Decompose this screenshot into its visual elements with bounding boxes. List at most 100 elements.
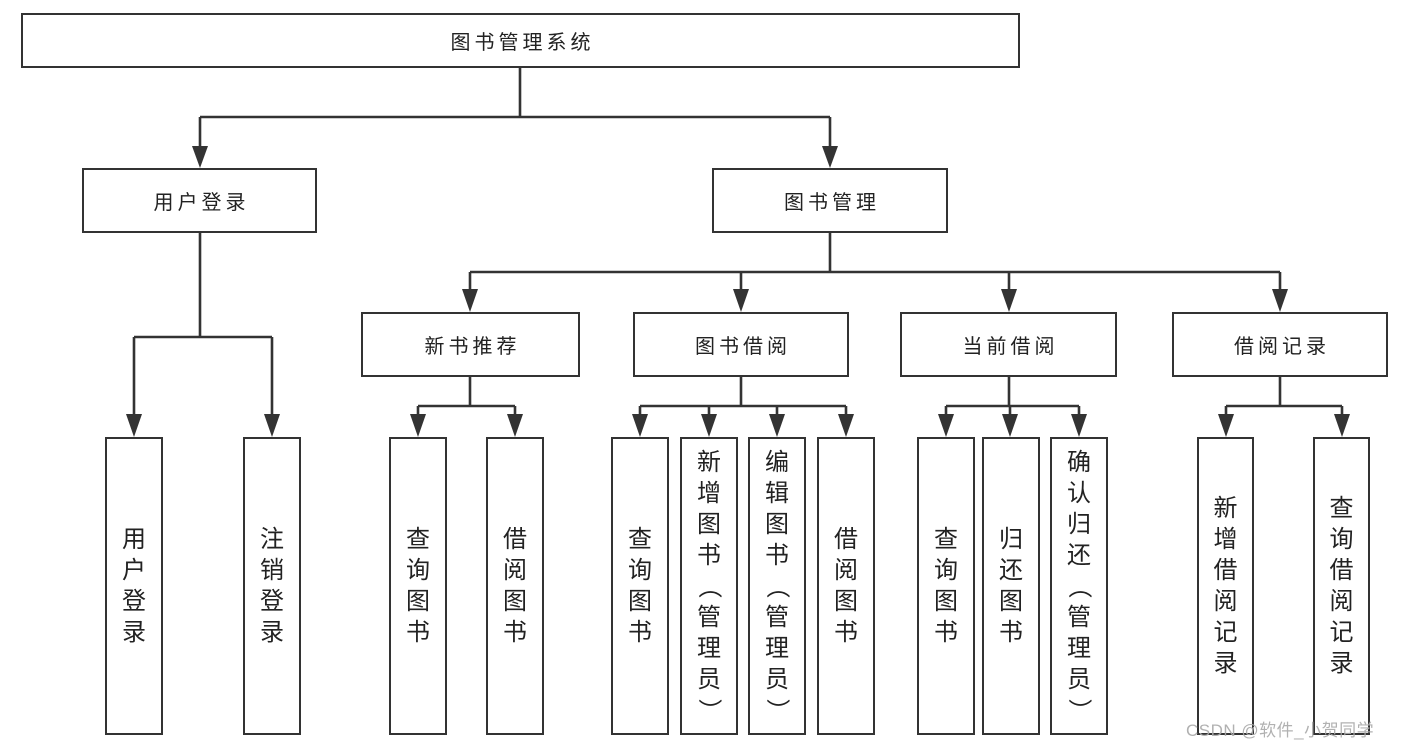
- connector-root-to-level2: [192, 68, 838, 168]
- vertical-char: 借: [1213, 557, 1238, 584]
- vertical-char: 图: [934, 588, 958, 615]
- vertical-char: 阅: [1213, 588, 1238, 615]
- arrowhead-query-books-2: [632, 414, 648, 437]
- vertical-char: 书: [999, 619, 1023, 646]
- vertical-char: 理: [1067, 634, 1091, 662]
- leaf-query-books-recommend: 查询图书: [389, 437, 447, 735]
- vertical-char: （: [695, 574, 723, 598]
- node-label: 注销登录: [245, 439, 299, 733]
- vertical-char: 查: [628, 526, 652, 553]
- arrowhead-query-books-3: [938, 414, 954, 437]
- connector-book-management-children: [462, 233, 1288, 312]
- vertical-char: 查: [1329, 495, 1354, 522]
- vertical-char: 图: [697, 510, 721, 538]
- arrowhead-borrow-books-1: [507, 414, 523, 437]
- vertical-char: 编: [765, 448, 789, 476]
- vertical-char: 图: [765, 510, 789, 538]
- vertical-char: 新: [697, 448, 721, 476]
- vertical-char: 管: [697, 603, 721, 631]
- vertical-char: 询: [628, 557, 652, 584]
- node-user-login: 用户登录: [82, 168, 317, 233]
- vertical-char: 增: [697, 479, 721, 507]
- arrowhead-return-book: [1002, 414, 1018, 437]
- node-label: 新增借阅记录: [1199, 439, 1252, 733]
- node-new-book-recommend: 新书推荐: [361, 312, 580, 377]
- vertical-char: 归: [999, 526, 1023, 553]
- node-label: 借阅图书: [488, 439, 542, 733]
- arrowhead-confirm-return: [1071, 414, 1087, 437]
- vertical-char: 借: [503, 526, 527, 553]
- vertical-char: 图: [834, 588, 858, 615]
- vertical-char: 书: [503, 619, 527, 646]
- node-label: 图书管理系统: [450, 32, 595, 54]
- vertical-char: 员: [765, 665, 789, 693]
- node-label: 借阅记录: [1234, 336, 1330, 358]
- vertical-char: 录: [122, 619, 146, 646]
- vertical-char: 书: [406, 619, 430, 646]
- node-book-management: 图书管理: [712, 168, 948, 233]
- vertical-char: 管: [765, 603, 789, 631]
- vertical-char: 还: [999, 557, 1023, 584]
- vertical-char: 登: [122, 588, 146, 615]
- leaf-query-borrow-record: 查询借阅记录: [1313, 437, 1370, 735]
- connector-new-book-recommend-children: [410, 377, 523, 437]
- node-label: 新书推荐: [424, 336, 521, 358]
- vertical-char: 确: [1067, 448, 1091, 476]
- leaf-return-book: 归还图书: [982, 437, 1040, 735]
- leaf-logout: 注销登录: [243, 437, 301, 735]
- arrowhead-query-books-1: [410, 414, 426, 437]
- connector-user-login-children: [126, 233, 280, 437]
- vertical-char: 查: [934, 526, 958, 553]
- vertical-char: 书: [628, 619, 652, 646]
- vertical-char: ）: [763, 698, 791, 722]
- watermark: CSDN @软件_小贺同学: [1186, 721, 1375, 740]
- leaf-query-books-current: 查询图书: [917, 437, 975, 735]
- vertical-char: 查: [406, 526, 430, 553]
- vertical-char: 理: [765, 634, 789, 662]
- arrowhead-user-login: [192, 146, 208, 168]
- node-label: 查询图书: [613, 439, 667, 733]
- vertical-char: 图: [999, 588, 1023, 615]
- vertical-char: 用: [122, 526, 146, 553]
- vertical-char: 管: [1067, 603, 1091, 631]
- vertical-char: 销: [260, 557, 284, 584]
- vertical-char: 登: [260, 588, 284, 615]
- vertical-char: 询: [406, 557, 430, 584]
- vertical-char: 注: [260, 526, 284, 553]
- vertical-char: 借: [834, 526, 858, 553]
- leaf-borrow-books-2: 借阅图书: [817, 437, 875, 735]
- node-current-borrow: 当前借阅: [900, 312, 1117, 377]
- arrowhead-borrow-records: [1272, 289, 1288, 312]
- vertical-char: 书: [697, 541, 721, 569]
- vertical-char: 记: [1213, 619, 1238, 646]
- connector-borrow-records-children: [1218, 377, 1350, 437]
- vertical-char: 还: [1067, 541, 1091, 569]
- arrowhead-leaf-logout: [264, 414, 280, 437]
- vertical-char: 记: [1329, 619, 1354, 646]
- node-label: 用户登录: [153, 192, 250, 214]
- vertical-char: 理: [697, 634, 721, 662]
- connector-book-borrow-children: [632, 377, 854, 437]
- arrowhead-leaf-user-login: [126, 414, 142, 437]
- vertical-char: 阅: [503, 557, 527, 584]
- vertical-char: 借: [1329, 557, 1354, 584]
- vertical-char: 录: [1213, 650, 1238, 677]
- leaf-user-login: 用户登录: [105, 437, 163, 735]
- vertical-char: 录: [260, 619, 284, 646]
- node-label: 图书管理: [784, 192, 880, 214]
- vertical-char: 询: [934, 557, 958, 584]
- node-label: 查询图书: [391, 439, 445, 733]
- vertical-char: 员: [697, 665, 721, 693]
- arrowhead-borrow-books-2: [838, 414, 854, 437]
- vertical-char: 图: [628, 588, 652, 615]
- leaf-edit-book-admin: 编辑图书（管理员）: [748, 437, 806, 735]
- vertical-char: ）: [1065, 698, 1093, 722]
- arrowhead-book-management: [822, 146, 838, 168]
- node-label: 借阅图书: [819, 439, 873, 733]
- vertical-char: 书: [934, 619, 958, 646]
- connector-current-borrow-children: [938, 377, 1087, 437]
- leaf-query-books-borrow: 查询图书: [611, 437, 669, 735]
- node-label: 归还图书: [984, 439, 1038, 733]
